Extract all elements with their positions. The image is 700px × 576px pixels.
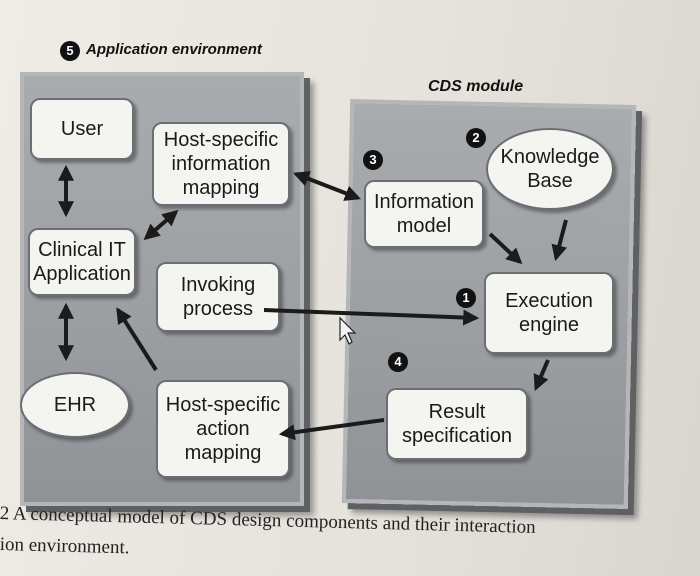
knowledge-base-ellipse: Knowledge Base [486, 128, 614, 210]
action-mapping-box: Host-specific action mapping [156, 380, 290, 478]
arrow-invoking-execution [263, 308, 480, 326]
invoking-process-box: Invoking process [156, 262, 280, 332]
arrow-result-action [278, 418, 385, 441]
information-mapping-box: Host-specific information mapping [152, 122, 290, 206]
ehr-ellipse: EHR [20, 372, 130, 438]
arrow-mapping-clinical [143, 209, 179, 241]
mouse-cursor-icon [339, 316, 357, 345]
arrow-mapping-infomodel [293, 171, 361, 201]
badge-application-environment: 5 [60, 41, 80, 61]
badge-result-specification: 4 [388, 352, 408, 372]
badge-execution-engine: 1 [456, 288, 476, 308]
application-environment-title: Application environment [86, 41, 262, 58]
arrow-action-clinical [116, 307, 158, 372]
user-box: User [30, 98, 134, 160]
badge-knowledge-base: 2 [466, 128, 486, 148]
badge-information-model: 3 [363, 150, 383, 170]
execution-engine-box: Execution engine [484, 272, 614, 354]
figure-caption-line2: ion environment. [0, 534, 130, 559]
information-model-box: Information model [364, 180, 484, 248]
clinical-it-application-box: Clinical IT Application [28, 228, 136, 296]
result-specification-box: Result specification [386, 388, 528, 460]
cds-module-title: CDS module [428, 78, 524, 95]
arrow-execution-result [533, 359, 550, 391]
arrow-infomodel-execution [488, 232, 523, 265]
arrow-knowledge-execution [551, 219, 568, 262]
